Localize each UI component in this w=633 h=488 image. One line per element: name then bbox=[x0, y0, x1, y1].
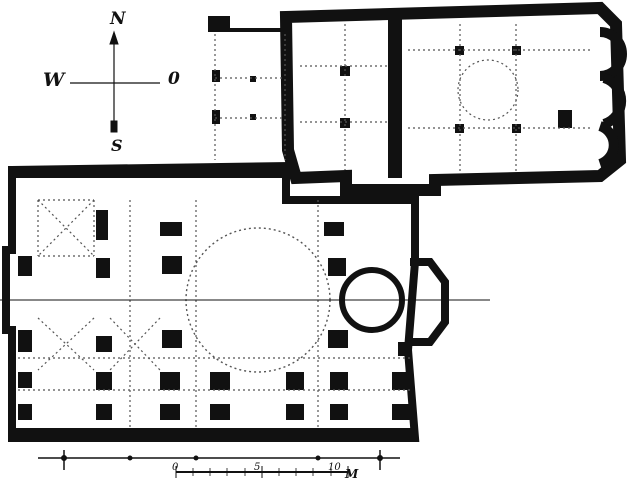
scale-tick-5-label: 5 bbox=[254, 462, 261, 473]
compass-south-label: S bbox=[111, 136, 123, 155]
compass-north-label: N bbox=[110, 9, 126, 29]
scale-bar bbox=[38, 450, 400, 478]
south-marker-icon bbox=[110, 120, 118, 133]
north-arrow-icon bbox=[109, 30, 119, 45]
compass-east-label: 0 bbox=[168, 69, 180, 89]
scale-unit-label: M bbox=[345, 467, 359, 481]
compass-rose bbox=[70, 30, 160, 133]
east-wing bbox=[279, 1, 627, 196]
scale-tick-10-label: 10 bbox=[328, 462, 341, 473]
scale-tick-0-label: 0 bbox=[172, 462, 179, 473]
main-church bbox=[0, 161, 490, 442]
compass-west-label: W bbox=[43, 69, 65, 91]
connecting-passage bbox=[208, 16, 286, 160]
